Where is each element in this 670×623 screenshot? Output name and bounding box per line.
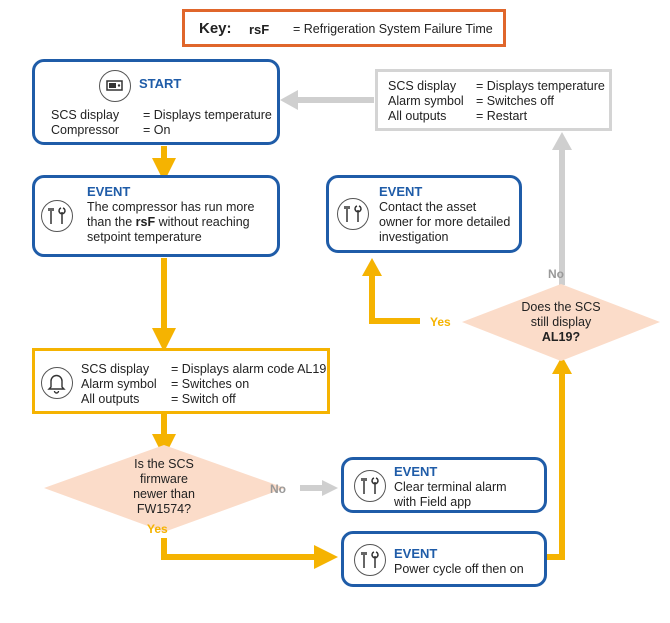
alarm-row-name: All outputs — [81, 392, 140, 406]
tools-icon — [354, 470, 386, 502]
tools-icon — [354, 544, 386, 576]
arrow-power-to-still — [547, 372, 565, 560]
decision-line: FW1574? — [136, 502, 192, 516]
restart-state-box: SCS display = Displays temperature Alarm… — [375, 69, 612, 131]
start-row-name: Compressor — [51, 123, 120, 137]
decision-line: Is the SCS — [134, 457, 194, 471]
event-line: setpoint temperature — [87, 230, 202, 244]
start-row-name: SCS display — [51, 108, 120, 122]
decision-still-text: Does the SCS still display AL19? — [506, 300, 616, 345]
rsf-term: rsF — [135, 215, 156, 229]
event-title: EVENT — [379, 184, 423, 199]
tools-icon — [41, 200, 73, 232]
alarm-row-name: SCS display — [81, 362, 150, 376]
event-line: investigation — [379, 230, 449, 244]
arrow-yes-to-power — [161, 538, 338, 569]
decision-firmware-shape — [44, 445, 285, 532]
yes-label: Yes — [430, 315, 451, 329]
alarm-row-name: Alarm symbol — [81, 377, 157, 391]
arrow-yes-to-contact — [369, 274, 420, 324]
restart-row-value: = Displays temperature — [476, 79, 605, 93]
alarm-bell-icon — [41, 367, 73, 399]
event-line: Contact the asset — [379, 200, 477, 214]
alarm-state-box: SCS display = Displays alarm code AL19 A… — [32, 348, 330, 414]
event-clear-box: EVENT Clear terminal alarm with Field ap… — [341, 457, 547, 513]
key-box: Key: rsF = Refrigeration System Failure … — [182, 9, 506, 47]
event-line: Power cycle off then on — [394, 562, 524, 576]
event-compressor-box: EVENT The compressor has run more than t… — [32, 175, 280, 257]
decision-line: still display — [530, 315, 592, 329]
event-line-post: without reaching — [155, 215, 250, 229]
decision-still-shape — [462, 284, 660, 361]
restart-row-name: SCS display — [388, 79, 457, 93]
event-line: Clear terminal alarm — [394, 480, 507, 494]
decision-line: newer than — [133, 487, 195, 501]
restart-row-name: Alarm symbol — [388, 94, 464, 108]
event-line: with Field app — [394, 495, 472, 509]
key-abbreviation: rsF — [249, 22, 270, 37]
alarm-row-value: = Switches on — [171, 377, 250, 391]
event-contact-box: EVENT Contact the asset owner for more d… — [326, 175, 522, 253]
event-title: EVENT — [394, 464, 438, 479]
event-line: owner for more detailed — [379, 215, 511, 229]
start-title: START — [139, 76, 182, 91]
tools-icon — [337, 198, 369, 230]
decision-line-bold: AL19? — [541, 330, 581, 344]
restart-row-value: = Restart — [476, 109, 528, 123]
alarm-row-value: = Displays alarm code AL19 — [171, 362, 327, 376]
decision-line: firmware — [140, 472, 188, 486]
key-definition: = Refrigeration System Failure Time — [293, 22, 493, 36]
restart-row-value: = Switches off — [476, 94, 554, 108]
start-row-value: = Displays temperature — [143, 108, 272, 122]
alarm-row-value: = Switch off — [171, 392, 236, 406]
start-row-value: = On — [143, 123, 171, 137]
decision-line: Does the SCS — [521, 300, 601, 314]
no-label: No — [548, 267, 564, 281]
key-label: Key: — [199, 20, 232, 37]
display-icon — [99, 70, 131, 102]
event-line: than the rsF without reaching — [87, 215, 250, 230]
decision-firmware-text: Is the SCS firmware newer than FW1574? — [104, 457, 224, 517]
event-title: EVENT — [394, 546, 438, 561]
event-line-pre: than the — [87, 215, 136, 229]
start-box: START SCS display = Displays temperature… — [32, 59, 280, 145]
event-line: The compressor has run more — [87, 200, 255, 214]
event-power-box: EVENT Power cycle off then on — [341, 531, 547, 587]
yes-label: Yes — [147, 522, 168, 536]
restart-row-name: All outputs — [388, 109, 447, 123]
event-title: EVENT — [87, 184, 131, 199]
no-label: No — [270, 482, 286, 496]
